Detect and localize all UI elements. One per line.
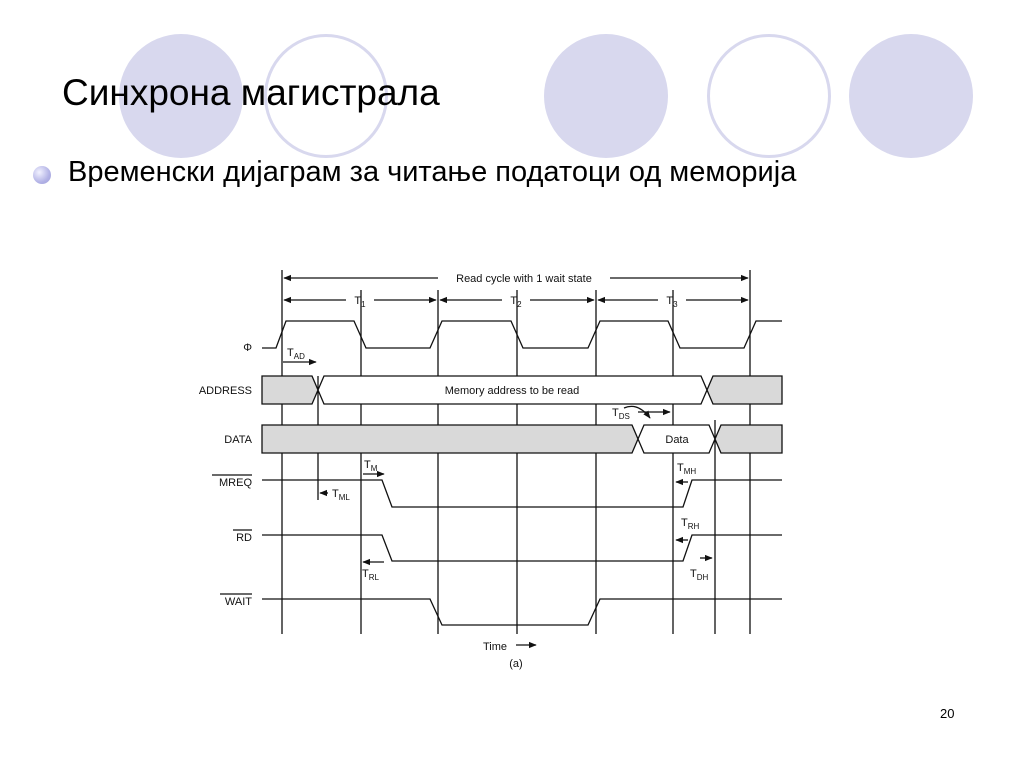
trh-label: TRH <box>681 517 700 531</box>
mreq-waveform <box>262 479 782 508</box>
address-bus-left <box>261 375 319 405</box>
data-text: Data <box>665 434 689 446</box>
bullet-text: Временски дијаграм за читање податоци од… <box>68 156 797 188</box>
wait-waveform <box>262 598 782 626</box>
signal-label-mreq: MREQ <box>219 477 252 489</box>
tds-label: TDS <box>612 407 630 421</box>
address-text: Memory address to be read <box>445 385 580 397</box>
t2-label: T2 <box>510 295 522 309</box>
slide-title: Синхрона магистрала <box>62 72 440 113</box>
decor-circle-2 <box>264 34 388 158</box>
signal-label-address: ADDRESS <box>199 385 252 397</box>
data-bus-left <box>261 424 639 454</box>
decor-circle-1 <box>119 34 243 158</box>
signal-label-wait: WAIT <box>225 596 252 608</box>
tmh-label: TMH <box>677 462 696 476</box>
signal-label-rd: RD <box>236 532 252 544</box>
t1-label: T1 <box>354 295 366 309</box>
decor-circle-4 <box>707 34 831 158</box>
address-bus-right <box>706 375 783 405</box>
tdh-label: TDH <box>690 568 709 582</box>
tm-label: TM <box>364 459 378 473</box>
bullet-icon <box>33 166 51 184</box>
tml-label: TML <box>332 488 350 502</box>
time-label: Time <box>483 641 507 653</box>
signal-label-clock: Φ <box>243 342 252 354</box>
decor-circle-3 <box>544 34 668 158</box>
tad-label: TAD <box>287 347 305 361</box>
rd-waveform <box>262 534 782 562</box>
signal-label-data: DATA <box>224 434 252 446</box>
figure-label: (a) <box>509 658 522 670</box>
trl-label: TRL <box>362 568 380 582</box>
page-number: 20 <box>940 706 955 721</box>
cycle-label: Read cycle with 1 wait state <box>456 273 592 285</box>
data-bus-right <box>714 424 783 454</box>
tds-curve <box>623 405 651 419</box>
clock-waveform <box>262 320 782 349</box>
decor-circle-5 <box>849 34 973 158</box>
t3-label: T3 <box>666 295 678 309</box>
